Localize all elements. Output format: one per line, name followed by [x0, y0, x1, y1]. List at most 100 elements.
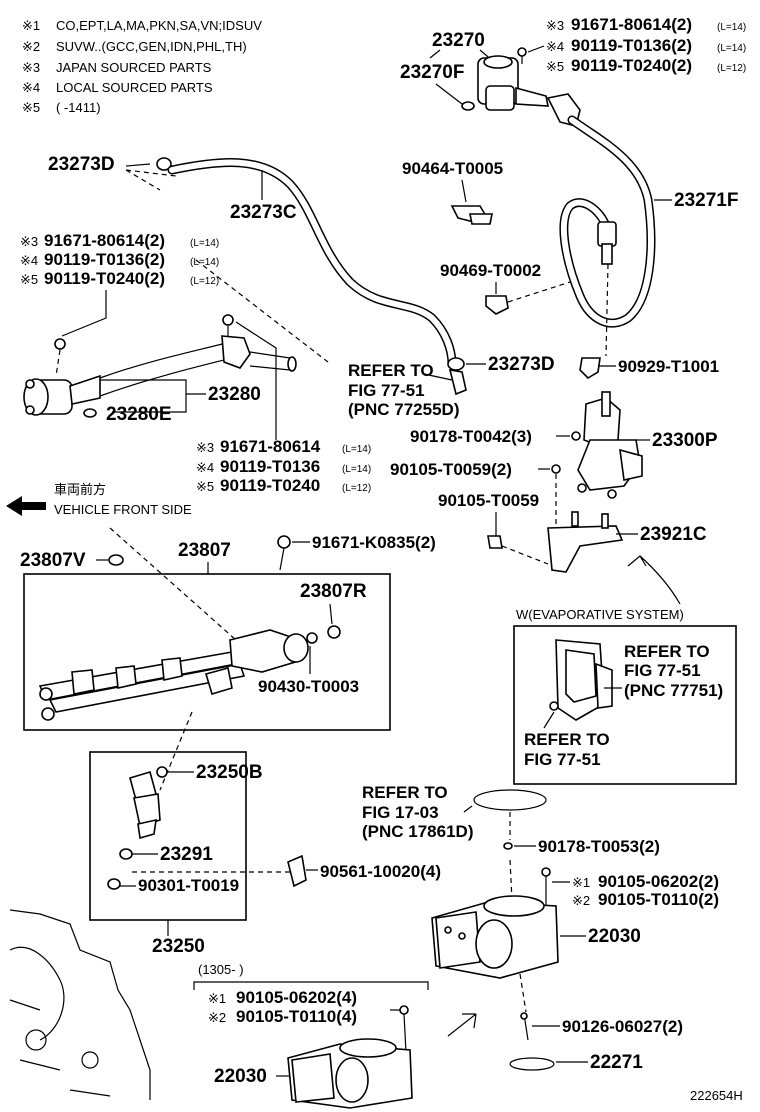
label-90178-T0042: 90178-T0042(3): [410, 427, 532, 446]
label-90126: 90126-06027(2): [562, 1017, 683, 1036]
label-23250B: 23250B: [196, 762, 263, 783]
notes-legend: ※1 CO,EPT,LA,MA,PKN,SA,VN;IDSUV ※2 SUVW.…: [22, 18, 262, 115]
o-ring-23280E: [83, 408, 97, 418]
gasket-22271: [509, 1057, 555, 1071]
label-91671-K0835: 91671-K0835(2): [312, 533, 436, 552]
refer-mid-l3: (PNC 77255D): [348, 400, 460, 419]
label-23273D-top: 23273D: [48, 154, 115, 175]
refer-fig-77-51-mid: REFER TO FIG 77-51 (PNC 77255D): [348, 361, 460, 419]
gasket-17861D: [473, 789, 547, 811]
o-ring-23270F: [461, 101, 475, 111]
pressure-regulator-23280: 23280 23280E: [23, 314, 297, 425]
vl-3-num: 90119-T0240(2): [44, 269, 165, 288]
throttle-body-22030-lower: (1305- ) ※1 90105-06202(4) ※2 90105-T011…: [193, 962, 429, 1109]
fuel-hose-23271F: 23271F: [546, 93, 738, 328]
note-1-mark: ※1: [22, 18, 40, 33]
cap-23807V: [108, 554, 124, 566]
label-23807V: 23807V: [20, 550, 86, 571]
o-ring-90301: [107, 878, 121, 890]
vm-3-num: 90119-T0240: [220, 476, 320, 495]
evap-ref1-l2: FIG 77-51: [624, 661, 701, 680]
evap-system-box: W(EVAPORATIVE SYSTEM) REFER TO FIG 77-51…: [513, 607, 737, 785]
note-5-text: ( -1411): [56, 100, 101, 115]
evap-ref1-l1: REFER TO: [624, 642, 710, 661]
pulsation-damper-23270: 23270 23270F: [400, 30, 549, 111]
arrow-throttle-icon: [447, 1013, 477, 1037]
label-90561: 90561-10020(4): [320, 862, 441, 881]
throttle-body-22030-upper: REFER TO FIG 17-03 (PNC 17861D) 90178-T0…: [362, 783, 719, 1073]
label-90430: 90430-T0003: [258, 677, 359, 696]
note-3-mark: ※3: [22, 60, 40, 75]
injector-23250: 23250B 23291 90301-T0019 23250 90561-100…: [89, 711, 441, 957]
vm-3-cond: (L=12): [342, 483, 371, 494]
vb-1-mark: ※1: [208, 991, 226, 1006]
label-90105-T0059: 90105-T0059: [438, 491, 539, 510]
refer-throttle-l3: (PNC 17861D): [362, 822, 474, 841]
vm-1-cond: (L=14): [342, 444, 371, 455]
vm-1-mark: ※3: [196, 440, 214, 455]
label-22271: 22271: [590, 1052, 643, 1073]
vl-2-cond: (L=14): [190, 257, 219, 268]
label-90105-T0059-2: 90105-T0059(2): [390, 460, 512, 479]
washer-90430: [306, 632, 318, 644]
vt-1-num: 90105-06202(2): [598, 872, 719, 891]
bottom-range: (1305- ): [198, 962, 244, 977]
refer-mid-l1: REFER TO: [348, 361, 434, 380]
vb-1-num: 90105-06202(4): [236, 988, 357, 1007]
vl-3-mark: ※5: [20, 272, 38, 287]
label-23270F: 23270F: [400, 62, 464, 83]
o-ring-23250B: [156, 766, 168, 778]
vb-2-mark: ※2: [208, 1010, 226, 1025]
note-1-text: CO,EPT,LA,MA,PKN,SA,VN;IDSUV: [56, 18, 262, 33]
label-90464: 90464-T0005: [402, 159, 503, 178]
vtr-1-mark: ※3: [546, 18, 564, 33]
evap-ref2-l2: FIG 77-51: [524, 750, 601, 769]
label-90178-T0053: 90178-T0053(2): [538, 837, 660, 856]
label-23250: 23250: [152, 936, 205, 957]
bracket-23921C: 23921C: [547, 511, 707, 605]
label-23280E: 23280E: [106, 404, 172, 425]
vb-2-num: 90105-T0110(4): [236, 1007, 357, 1026]
refer-mid-l2: FIG 77-51: [348, 381, 425, 400]
label-22030-lower: 22030: [214, 1066, 267, 1087]
label-90301: 90301-T0019: [138, 876, 239, 895]
note-2-text: SUVW..(GCC,GEN,IDN,PHL,TH): [56, 39, 247, 54]
bolt-left: [54, 338, 66, 350]
bolt-lower-throttle: [399, 1005, 409, 1015]
variants-top-right: ※3 91671-80614(2) (L=14) ※4 90119-T0136(…: [527, 15, 746, 75]
label-90929: 90929-T1001: [618, 357, 719, 376]
clip-90469: 90469-T0002: [440, 261, 571, 315]
note-2-mark: ※2: [22, 39, 40, 54]
direction-en: VEHICLE FRONT SIDE: [54, 502, 192, 517]
vtr-2-num: 90119-T0136(2): [571, 36, 692, 55]
clip-23273D-bottom: [447, 357, 465, 371]
vl-2-mark: ※4: [20, 253, 38, 268]
vl-1-mark: ※3: [20, 234, 38, 249]
ring-23291: [119, 848, 133, 860]
bolt-throttle: [541, 867, 551, 877]
label-23280: 23280: [208, 384, 261, 405]
label-23921C: 23921C: [640, 524, 707, 545]
label-23291: 23291: [160, 844, 213, 865]
vtr-3-cond: (L=12): [717, 63, 746, 74]
vtr-3-mark: ※5: [546, 59, 564, 74]
note-4-mark: ※4: [22, 80, 40, 95]
vm-2-mark: ※4: [196, 460, 214, 475]
arrow-evap-icon: [627, 555, 681, 605]
label-23271F: 23271F: [674, 190, 738, 211]
label-90469: 90469-T0002: [440, 261, 541, 280]
note-5-mark: ※5: [22, 100, 40, 115]
bolt-91671-K0835: [277, 535, 291, 549]
label-23273C: 23273C: [230, 202, 297, 223]
vt-1-mark: ※1: [572, 875, 590, 890]
figure-code: 222654H: [690, 1088, 743, 1103]
clip-90178-T0053: [503, 842, 513, 850]
vt-2-mark: ※2: [572, 893, 590, 908]
engine-block-outline: [9, 909, 151, 1100]
evap-ref1-l3: (PNC 77751): [624, 681, 723, 700]
label-22030-upper: 22030: [588, 926, 641, 947]
variants-left: ※3 91671-80614(2) (L=14) ※4 90119-T0136(…: [20, 231, 329, 363]
vl-2-num: 90119-T0136(2): [44, 250, 165, 269]
variants-mid: ※3 91671-80614 (L=14) ※4 90119-T0136 (L=…: [196, 321, 371, 495]
vtr-2-mark: ※4: [546, 39, 564, 54]
